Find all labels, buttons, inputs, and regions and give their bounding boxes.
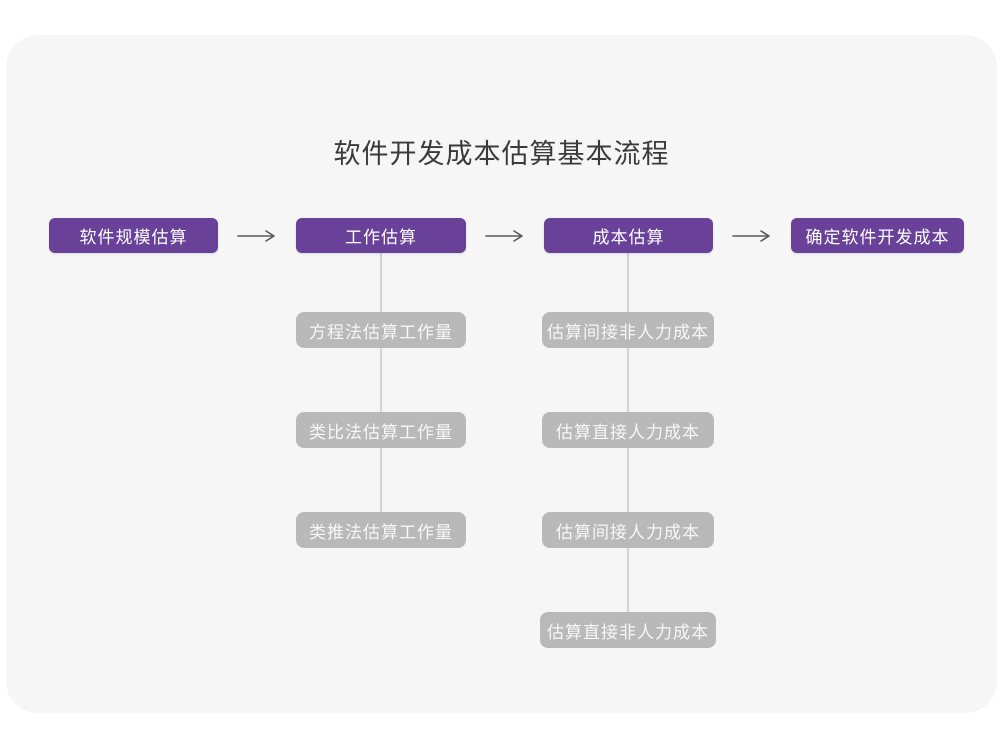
node-label: 软件规模估算: [79, 228, 188, 247]
subnode-label: 估算间接非人力成本: [547, 322, 709, 342]
node-label: 确定软件开发成本: [805, 228, 950, 247]
subnode-direct-labor-cost: 估算直接人力成本: [542, 412, 714, 448]
node-label: 成本估算: [592, 228, 665, 247]
subnode-direct-nonlabor-cost: 估算直接非人力成本: [540, 612, 716, 648]
node-determine-development-cost: 确定软件开发成本: [791, 218, 964, 253]
flow-arrow-icon: [732, 230, 770, 242]
node-label: 工作估算: [345, 228, 417, 247]
subnode-label: 估算直接非人力成本: [547, 622, 709, 642]
node-software-scale-estimation: 软件规模估算: [49, 218, 218, 253]
subnode-indirect-nonlabor-cost: 估算间接非人力成本: [542, 312, 714, 348]
subnode-label: 估算直接人力成本: [556, 422, 700, 442]
subnode-analogy-method: 类比法估算工作量: [296, 412, 466, 448]
flow-arrow-icon: [237, 230, 275, 242]
subnode-indirect-labor-cost: 估算间接人力成本: [542, 512, 714, 548]
subnode-label: 类比法估算工作量: [309, 422, 453, 442]
node-work-estimation: 工作估算: [296, 218, 466, 253]
connector-work-estimation: [380, 253, 382, 531]
subnode-extrapolation-method: 类推法估算工作量: [296, 512, 466, 548]
subnode-equation-method: 方程法估算工作量: [296, 312, 466, 348]
diagram-title: 软件开发成本估算基本流程: [333, 139, 670, 169]
subnode-label: 方程法估算工作量: [309, 322, 453, 342]
subnode-label: 估算间接人力成本: [556, 522, 700, 542]
subnode-label: 类推法估算工作量: [309, 522, 453, 542]
node-cost-estimation: 成本估算: [544, 218, 713, 253]
diagram-card: 软件开发成本估算基本流程 软件规模估算 工作估算 成本估算 确定软件开发成本 方…: [6, 35, 997, 713]
flow-arrow-icon: [485, 230, 523, 242]
